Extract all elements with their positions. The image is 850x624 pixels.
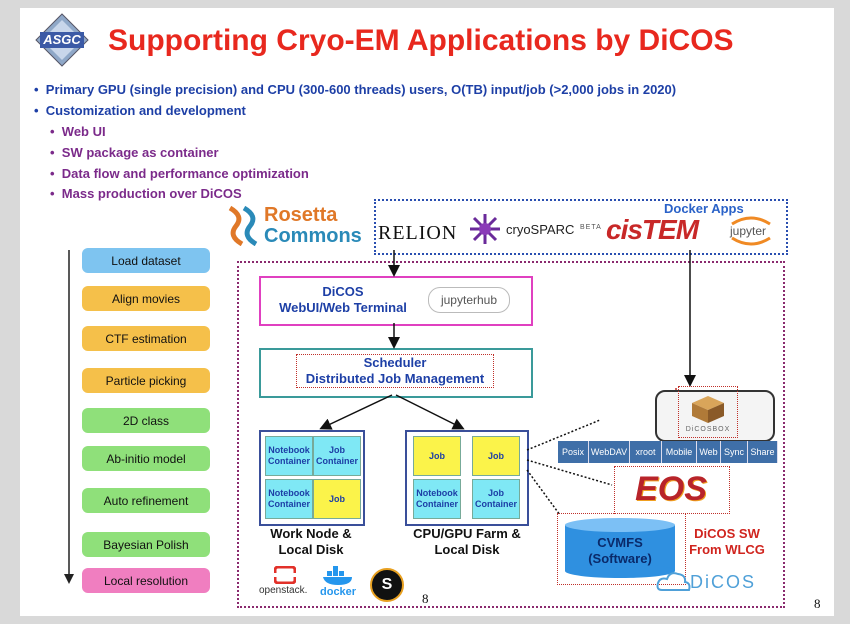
workflow-step: Bayesian Polish bbox=[82, 532, 210, 557]
protocol-item: Share bbox=[748, 441, 778, 463]
workflow-step: Local resolution bbox=[82, 568, 210, 593]
sub-bullet-1: • Web UI bbox=[50, 124, 106, 139]
asgc-logo: ASGC bbox=[34, 12, 90, 68]
farm-cell-3: Notebook Container bbox=[413, 479, 461, 519]
protocol-item: xroot bbox=[630, 441, 662, 463]
cryosparc-text: cryoSPARC bbox=[506, 222, 575, 237]
cvmfs-text: CVMFS(Software) bbox=[588, 535, 652, 566]
work-node-caption: Work Node &Local Disk bbox=[270, 526, 352, 557]
dicosbox-inner bbox=[678, 386, 738, 438]
farm-caption: CPU/GPU Farm &Local Disk bbox=[413, 526, 521, 557]
work-node-cell-3: Notebook Container bbox=[265, 479, 313, 519]
work-node-cell-4: Job bbox=[313, 479, 361, 519]
workflow-step: Particle picking bbox=[82, 368, 210, 393]
farm-cell-1: Job bbox=[413, 436, 461, 476]
page-number-outer: 8 bbox=[814, 596, 821, 611]
sub-bullet-2: • SW package as container bbox=[50, 145, 219, 160]
cloud-icon bbox=[656, 572, 691, 591]
dicosbox-label: DiCOSBOX bbox=[685, 426, 731, 433]
cvmfs-frame bbox=[557, 513, 686, 585]
workflow-step: 2D class bbox=[82, 408, 210, 433]
docker-text: docker bbox=[320, 586, 357, 598]
protocol-item: Sync bbox=[721, 441, 748, 463]
relion-logo: RELION bbox=[378, 222, 458, 244]
eos-logo: EOS bbox=[635, 469, 707, 508]
jupyter-text: jupyter bbox=[730, 224, 767, 238]
dicosbox-frame bbox=[655, 390, 775, 442]
dicos-frame bbox=[237, 261, 785, 608]
dicos-logo-text: DiCOS bbox=[690, 572, 757, 592]
scheduler-box bbox=[259, 348, 533, 398]
workflow-step: Ab-initio model bbox=[82, 446, 210, 471]
rosetta-text: Rosetta Commons bbox=[264, 204, 362, 247]
farm-cell-2: Job bbox=[472, 436, 520, 476]
workflow-step: Auto refinement bbox=[82, 488, 210, 513]
docker-apps-frame bbox=[374, 199, 788, 255]
sub-bullet-3: • Data flow and performance optimization bbox=[50, 166, 309, 181]
rosetta-icon bbox=[228, 205, 258, 246]
work-node-cell-2: Job Container bbox=[313, 436, 361, 476]
protocol-item: Web bbox=[697, 441, 721, 463]
jupyter-icon bbox=[731, 216, 771, 246]
work-node-cell-1: Notebook Container bbox=[265, 436, 313, 476]
box-icon bbox=[692, 396, 724, 423]
slide-title: Supporting Cryo-EM Applications by DiCOS bbox=[108, 24, 734, 57]
protocol-item: WebDAV bbox=[589, 441, 630, 463]
protocol-item: Posix bbox=[558, 441, 589, 463]
eos-frame bbox=[614, 466, 730, 514]
workflow-step: CTF estimation bbox=[82, 326, 210, 351]
bullet-2: • Customization and development bbox=[34, 103, 246, 118]
page-number-inner: 8 bbox=[422, 591, 429, 606]
cryosparc-icon bbox=[470, 214, 500, 244]
workflow-step: Load dataset bbox=[82, 248, 210, 273]
cvmfs-cylinder bbox=[565, 518, 675, 578]
cryosparc-beta: BETA bbox=[580, 224, 602, 231]
bullet-1: • Primary GPU (single precision) and CPU… bbox=[34, 82, 677, 97]
workflow-arrow bbox=[64, 250, 74, 584]
webui-box bbox=[259, 276, 533, 326]
singularity-logo: S bbox=[370, 568, 404, 602]
openstack-text: openstack. bbox=[259, 585, 308, 596]
cistem-logo: cisTEM bbox=[606, 214, 699, 245]
openstack-icon bbox=[274, 566, 296, 584]
workflow-step: Align movies bbox=[82, 286, 210, 311]
farm-cell-4: Job Container bbox=[472, 479, 520, 519]
protocol-item: Mobile bbox=[662, 441, 697, 463]
sub-bullet-4: • Mass production over DiCOS bbox=[50, 186, 242, 201]
docker-apps-label: Docker Apps bbox=[664, 201, 744, 216]
jupyterhub-logo: jupyterhub bbox=[428, 287, 510, 313]
docker-icon bbox=[323, 566, 352, 585]
